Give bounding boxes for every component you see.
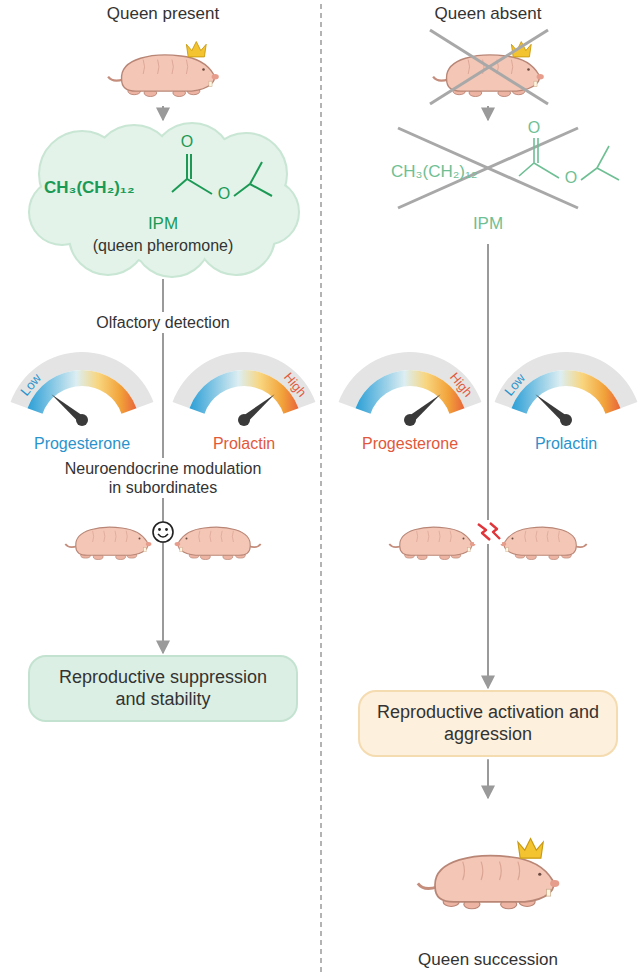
mole-body — [400, 527, 472, 555]
mole-teeth — [506, 548, 508, 552]
mole-nose — [550, 880, 559, 887]
oxygen-atom: O — [522, 118, 546, 137]
mole-body — [178, 527, 250, 555]
skin-fold — [518, 862, 520, 880]
skin-fold — [186, 60, 187, 74]
queen-absent-figure: Queen absent — [418, 4, 558, 104]
panel-heading: Queen present — [93, 4, 233, 24]
mole-teeth — [209, 81, 212, 86]
mole-nose — [537, 74, 544, 79]
mole-nose — [212, 74, 219, 79]
naked-mole-rat — [175, 527, 261, 559]
smiley-face — [153, 522, 173, 542]
outcome-text: Reproductive activation and aggression — [374, 702, 602, 745]
flow-arrow — [487, 759, 489, 798]
flow-arrow — [487, 106, 489, 120]
process-note: Neuroendocrine modulation in subordinate… — [57, 458, 269, 498]
hormone-label: Progesterone — [340, 434, 480, 453]
skin-fold — [463, 862, 465, 880]
mole-body — [504, 527, 576, 555]
outcome-box: Reproductive activation and aggression — [358, 690, 618, 757]
hormone-label: Progesterone — [12, 434, 152, 453]
mole-body — [122, 55, 215, 91]
outcome-box: Reproductive suppression and stability — [28, 655, 298, 722]
skin-fold — [481, 862, 483, 880]
skin-fold — [172, 60, 173, 74]
mole-nose — [175, 542, 181, 546]
aggression-spark — [474, 520, 502, 544]
mole-teeth — [144, 548, 146, 552]
mole-teeth — [547, 889, 551, 896]
compound-note: (queen pheromone) — [22, 236, 304, 255]
hormone-label: Prolactin — [496, 434, 636, 453]
panel-heading: Queen absent — [418, 4, 558, 24]
cross-out — [430, 30, 548, 104]
naked-mole-rat — [389, 527, 475, 559]
skin-fold — [428, 531, 429, 542]
flow-arrow — [487, 244, 489, 688]
outcome-text: Reproductive suppression and stability — [44, 667, 282, 710]
oxygen-atom: O — [175, 132, 199, 151]
chemical-formula: CH₃(CH₂)₁₂ — [44, 178, 169, 198]
skin-fold — [511, 60, 512, 74]
skin-fold — [221, 531, 222, 542]
mole-teeth — [468, 548, 470, 552]
skin-fold — [232, 531, 233, 542]
skin-fold — [525, 531, 526, 542]
skin-fold — [536, 531, 537, 542]
cross-out — [430, 30, 548, 104]
skin-fold — [104, 531, 105, 542]
mole-teeth — [534, 81, 537, 86]
oxygen-atom: O — [559, 168, 583, 187]
compound-name: IPM — [383, 214, 593, 234]
pheromone-cloud: CH₃(CH₂)₁₂ O O IPM (queen pheromone) — [22, 122, 304, 277]
mole-eye — [463, 538, 465, 540]
chemical-formula: CH₃(CH₂)₁₂ — [391, 162, 516, 182]
skin-fold — [93, 531, 94, 542]
mole-eye — [512, 538, 514, 540]
flow-arrow — [162, 106, 164, 120]
hormone-label: Prolactin — [174, 434, 314, 453]
absent-pheromone: CH₃(CH₂)₁₂OOIPM — [383, 122, 593, 242]
skin-fold — [558, 531, 559, 542]
skin-fold — [158, 60, 159, 74]
queen-succession-figure: Queen succession — [408, 800, 568, 976]
skin-fold — [439, 531, 440, 542]
skin-fold — [547, 531, 548, 542]
mole-eye — [202, 68, 205, 71]
mole-nose — [146, 542, 152, 546]
skin-fold — [210, 531, 211, 542]
hormone-gauge: HighProlactin — [174, 340, 314, 455]
skin-fold — [126, 531, 127, 542]
mole-teeth — [180, 548, 182, 552]
queen-crown — [518, 839, 543, 859]
skin-fold — [115, 531, 116, 542]
compound-name: IPM — [22, 214, 304, 234]
skin-fold — [468, 60, 469, 74]
mole-eye — [538, 873, 541, 876]
skin-fold — [417, 531, 418, 542]
naked-mole-rat — [108, 42, 219, 97]
hormone-gauge: HighProgesterone — [340, 340, 480, 455]
divider-line — [320, 4, 322, 976]
naked-mole-rat — [501, 527, 587, 559]
hormone-gauge: LowProgesterone — [12, 340, 152, 455]
skin-fold — [143, 60, 144, 74]
skin-fold — [199, 531, 200, 542]
skin-fold — [500, 862, 502, 880]
mole-eye — [186, 538, 188, 540]
skin-fold — [450, 531, 451, 542]
hormone-gauge: LowProlactin — [496, 340, 636, 455]
queen-crown — [186, 42, 206, 57]
mole-eye — [139, 538, 141, 540]
naked-mole-rat — [65, 527, 151, 559]
mole-eye — [527, 68, 530, 71]
panel-caption: Queen succession — [408, 950, 568, 970]
oxygen-atom: O — [212, 184, 236, 203]
edge-label: Olfactory detection — [73, 312, 253, 333]
naked-mole-rat — [418, 839, 559, 909]
queen-present-figure: Queen present — [93, 4, 233, 104]
mole-body — [435, 856, 554, 902]
mole-body — [76, 527, 148, 555]
